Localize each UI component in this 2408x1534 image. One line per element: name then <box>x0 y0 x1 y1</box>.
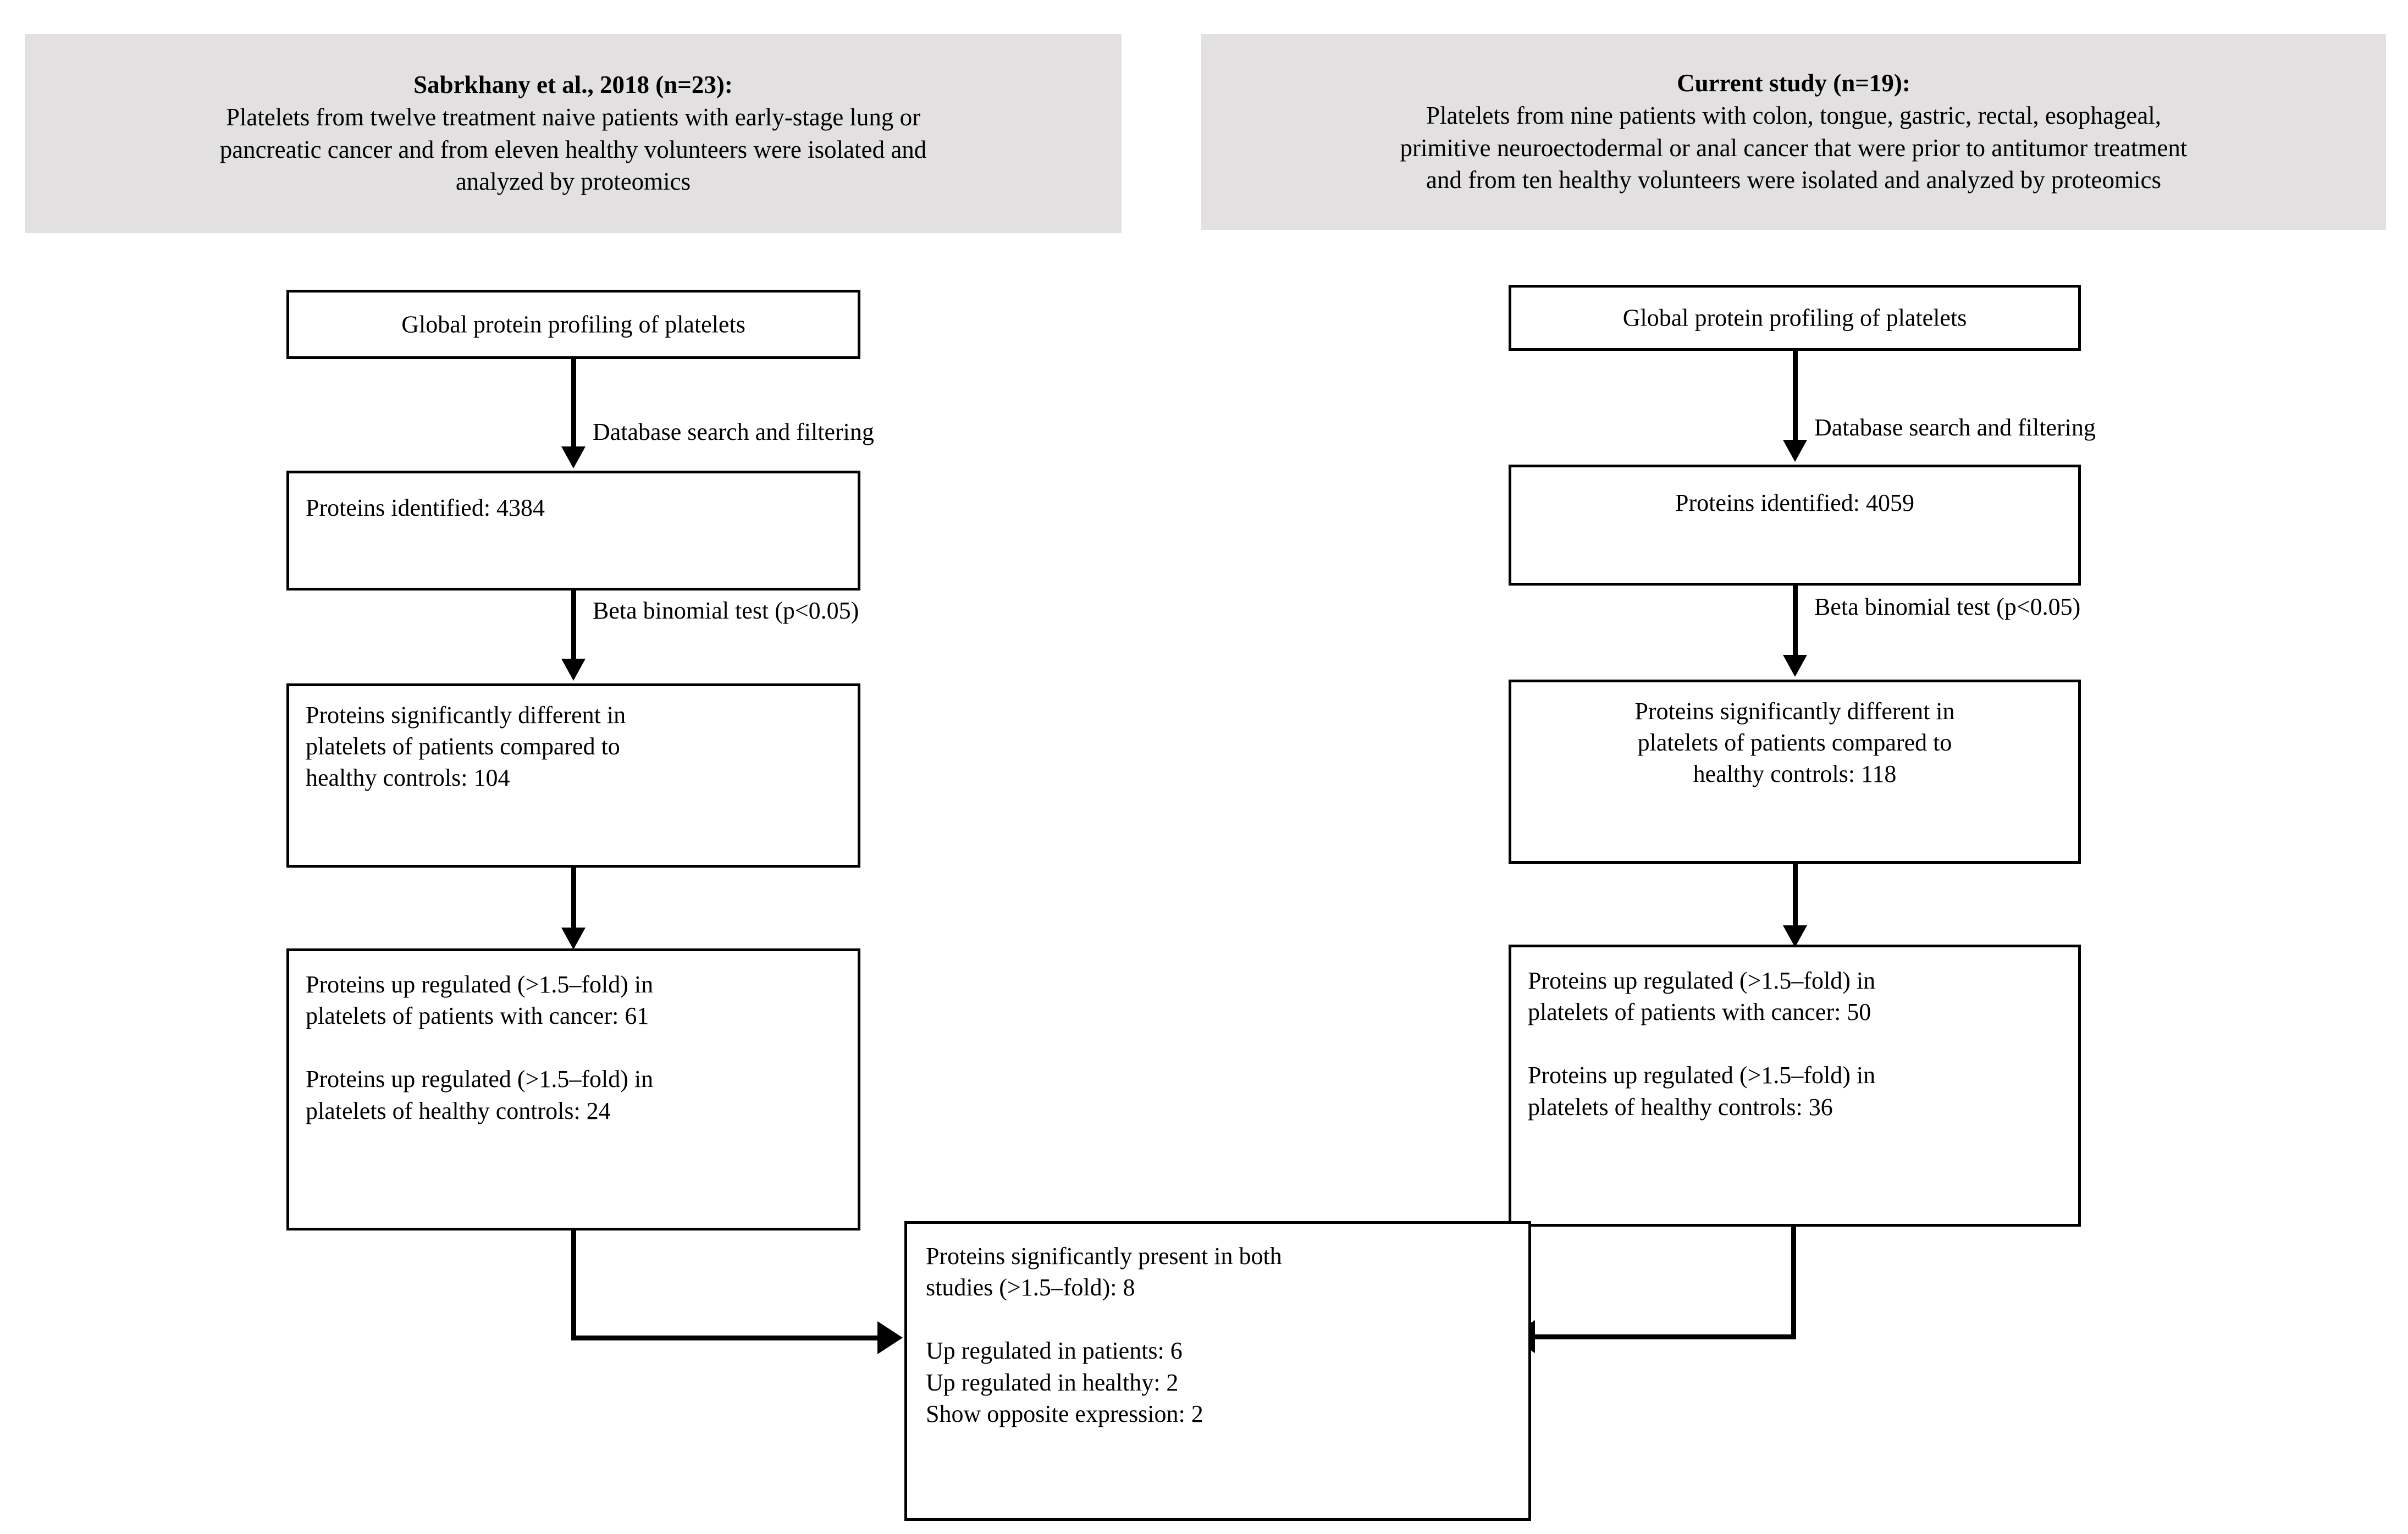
left-edge-2-arrowhead <box>561 659 586 681</box>
left-edge-3-line <box>571 868 576 931</box>
right-merge-horizontal <box>1535 1334 1796 1339</box>
left-node-significantly-different: Proteins significantly different in plat… <box>286 683 860 868</box>
right-merge-vertical <box>1791 1227 1796 1339</box>
right-edge-2-label: Beta binomial test (p<0.05) <box>1814 593 2081 620</box>
left-study-header-title: Sabrkhany et al., 2018 (n=23): <box>413 71 733 99</box>
left-node-up-regulated: Proteins up regulated (>1.5–fold) in pla… <box>286 948 860 1230</box>
right-header-line-1: Platelets from nine patients with colon,… <box>1426 102 2162 130</box>
right-node4-spacer <box>1528 1028 2066 1060</box>
right-edge-2-arrowhead <box>1783 655 1807 677</box>
result-line-b3: Show opposite expression: 2 <box>926 1400 1203 1427</box>
shared-results-box: Proteins significantly present in both s… <box>904 1221 1531 1521</box>
right-node-up-regulated-text: Proteins up regulated (>1.5–fold) in pla… <box>1528 965 2066 1123</box>
left-node-global-profiling: Global protein profiling of platelets <box>286 290 860 359</box>
left-node1-line-1: Global protein profiling of platelets <box>401 311 745 338</box>
right-node1-line-1: Global protein profiling of platelets <box>1622 304 1967 332</box>
left-edge-1-line <box>571 359 576 450</box>
left-node3-line-3: healthy controls: 104 <box>306 764 510 792</box>
result-line-b1: Up regulated in patients: 6 <box>926 1337 1183 1365</box>
right-node-proteins-identified: Proteins identified: 4059 <box>1509 465 2081 586</box>
left-node3-line-2: platelets of patients compared to <box>306 733 620 760</box>
right-node-significantly-different: Proteins significantly different in plat… <box>1509 680 2081 864</box>
right-node-global-profiling: Global protein profiling of platelets <box>1509 285 2081 351</box>
result-line-b2: Up regulated in healthy: 2 <box>926 1369 1179 1396</box>
right-node-up-regulated: Proteins up regulated (>1.5–fold) in pla… <box>1509 945 2081 1227</box>
left-merge-horizontal <box>571 1336 885 1340</box>
right-study-header-body: Platelets from nine patients with colon,… <box>1400 100 2188 196</box>
right-header-line-3: and from ten healthy volunteers were iso… <box>1426 166 2162 194</box>
left-edge-1-arrowhead <box>561 446 586 468</box>
left-node2-line-1: Proteins identified: 4384 <box>306 494 545 521</box>
right-edge-1-label: Database search and filtering <box>1814 414 2096 441</box>
left-node3-line-1: Proteins significantly different in <box>306 702 626 729</box>
right-edge-2-line <box>1793 586 1798 658</box>
shared-results-text: Proteins significantly present in both s… <box>926 1240 1516 1430</box>
left-node4-b-line-1: Proteins up regulated (>1.5–fold) in <box>306 1066 654 1093</box>
left-edge-3-arrowhead <box>561 928 586 950</box>
right-study-header: Current study (n=19): Platelets from nin… <box>1201 34 2386 230</box>
right-node-global-profiling-text: Global protein profiling of platelets <box>1523 302 2066 333</box>
left-node-proteins-identified-text: Proteins identified: 4384 <box>306 492 846 523</box>
left-node4-a-line-2: platelets of patients with cancer: 61 <box>306 1002 649 1030</box>
left-node-global-profiling-text: Global protein profiling of platelets <box>301 308 846 340</box>
left-node4-spacer <box>306 1031 846 1063</box>
right-edge-3-arrowhead <box>1783 925 1807 947</box>
left-node4-b-line-2: platelets of healthy controls: 24 <box>306 1097 611 1124</box>
right-edge-1-arrowhead <box>1783 440 1807 462</box>
right-node4-b-line-1: Proteins up regulated (>1.5–fold) in <box>1528 1062 1876 1089</box>
right-study-header-title: Current study (n=19): <box>1677 69 1910 97</box>
right-node4-b-line-2: platelets of healthy controls: 36 <box>1528 1093 1833 1121</box>
result-line-a1: Proteins significantly present in both <box>926 1243 1282 1270</box>
left-merge-vertical <box>571 1230 576 1340</box>
right-node4-a-line-1: Proteins up regulated (>1.5–fold) in <box>1528 967 1876 994</box>
left-merge-arrowhead <box>877 1321 903 1354</box>
right-node4-a-line-2: platelets of patients with cancer: 50 <box>1528 998 1871 1026</box>
left-edge-1-label: Database search and filtering <box>593 418 874 445</box>
left-header-line-1: Platelets from twelve treatment naive pa… <box>225 103 921 131</box>
right-node-proteins-identified-text: Proteins identified: 4059 <box>1523 487 2066 518</box>
right-node2-line-1: Proteins identified: 4059 <box>1675 489 1915 516</box>
right-node3-line-3: healthy controls: 118 <box>1693 760 1897 788</box>
result-spacer <box>926 1303 1516 1335</box>
left-study-header-body: Platelets from twelve treatment naive pa… <box>220 101 927 198</box>
left-header-line-3: analyzed by proteomics <box>455 168 691 196</box>
right-edge-3-line <box>1793 864 1798 929</box>
left-node4-a-line-1: Proteins up regulated (>1.5–fold) in <box>306 971 654 998</box>
left-node-up-regulated-text: Proteins up regulated (>1.5–fold) in pla… <box>306 969 846 1127</box>
right-node3-line-2: platelets of patients compared to <box>1637 729 1952 757</box>
left-node-significantly-different-text: Proteins significantly different in plat… <box>306 699 846 794</box>
right-node3-line-1: Proteins significantly different in <box>1634 698 1955 725</box>
left-edge-2-line <box>571 591 576 662</box>
left-edge-2-label: Beta binomial test (p<0.05) <box>593 597 859 624</box>
left-study-header: Sabrkhany et al., 2018 (n=23): Platelets… <box>25 34 1122 233</box>
right-node-significantly-different-text: Proteins significantly different in plat… <box>1523 696 2066 790</box>
left-node-proteins-identified: Proteins identified: 4384 <box>286 471 860 591</box>
left-header-line-2: pancreatic cancer and from eleven health… <box>219 135 927 163</box>
result-line-a2: studies (>1.5–fold): 8 <box>926 1274 1135 1301</box>
right-edge-1-line <box>1793 351 1798 443</box>
right-header-line-2: primitive neuroectodermal or anal cancer… <box>1400 134 2188 162</box>
